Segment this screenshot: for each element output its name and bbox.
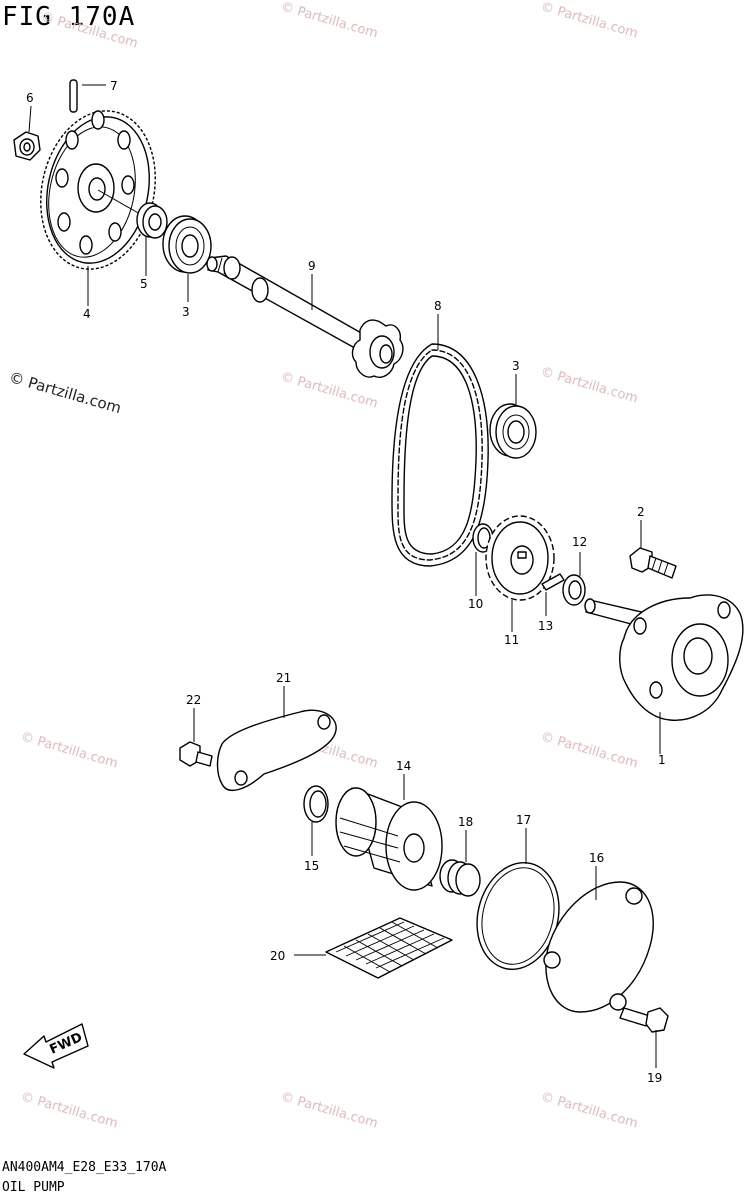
watermark: © Partzilla.com — [19, 1089, 120, 1131]
part-2-bolt — [629, 547, 677, 579]
fwd-arrow-icon: FWD — [23, 1023, 89, 1069]
callout-18: 18 — [458, 815, 473, 829]
part-6-nut — [13, 131, 41, 161]
figure-title: FIG 170A — [2, 2, 136, 32]
part-22-bolt — [179, 741, 213, 767]
callout-4: 4 — [83, 307, 91, 321]
callout-5: 5 — [140, 277, 148, 291]
callout-1: 1 — [658, 753, 666, 767]
callout-19: 19 — [647, 1071, 662, 1085]
part-3-bearing-lower — [489, 403, 537, 459]
part-4-drive-gear — [40, 110, 156, 270]
part-15-o-ring — [303, 785, 329, 823]
callout-10: 10 — [468, 597, 483, 611]
part-11-sprocket — [485, 515, 555, 601]
callout-20: 20 — [270, 949, 285, 963]
watermark: © Partzilla.com — [39, 9, 140, 51]
watermark: © Partzilla.com — [539, 1089, 640, 1131]
callout-6: 6 — [26, 91, 34, 105]
callout-7: 7 — [110, 79, 118, 93]
part-5-spacer — [136, 202, 168, 239]
part-8-chain — [391, 343, 489, 567]
callout-numbers: 1 2 3 3 4 5 6 7 8 9 10 11 12 13 14 15 16… — [26, 79, 666, 1085]
callout-3a: 3 — [182, 305, 190, 319]
callout-3b: 3 — [512, 359, 520, 373]
callout-12: 12 — [572, 535, 587, 549]
part-13-pin — [541, 573, 565, 591]
figure-name: OIL PUMP — [2, 1180, 65, 1195]
watermark: © Partzilla.com — [539, 729, 640, 771]
watermark: © Partzilla.com — [539, 0, 640, 41]
watermark: © Partzilla.com — [539, 364, 640, 406]
callout-11: 11 — [504, 633, 519, 647]
part-21-plate — [216, 709, 337, 792]
callout-21: 21 — [276, 671, 291, 685]
part-12-washer — [562, 574, 586, 606]
part-9-shaft — [206, 255, 404, 378]
callout-13: 13 — [538, 619, 553, 633]
figure-code: AN400AM4_E28_E33_170A — [2, 1160, 167, 1175]
callout-14: 14 — [396, 759, 411, 773]
callout-9: 9 — [308, 259, 316, 273]
part-3-bearing — [162, 215, 212, 274]
watermark: © Partzilla.com — [279, 0, 380, 41]
leader-lines — [28, 84, 661, 1068]
part-19-bolt — [619, 1007, 669, 1033]
callout-2: 2 — [637, 505, 645, 519]
watermark: © Partzilla.com — [19, 729, 120, 771]
callout-8: 8 — [434, 299, 442, 313]
watermark: © Partzilla.com — [279, 1089, 380, 1131]
part-1-oil-pump — [584, 594, 744, 721]
callout-15: 15 — [304, 859, 319, 873]
callout-17: 17 — [516, 813, 531, 827]
part-20-screen — [325, 917, 453, 979]
part-7-pin — [69, 79, 78, 113]
part-18-spring — [439, 859, 481, 897]
callout-16: 16 — [589, 851, 604, 865]
callout-22: 22 — [186, 693, 201, 707]
part-16-cover — [543, 881, 654, 1013]
part-14-oil-filter — [335, 787, 443, 891]
part-17-o-ring — [476, 862, 560, 970]
